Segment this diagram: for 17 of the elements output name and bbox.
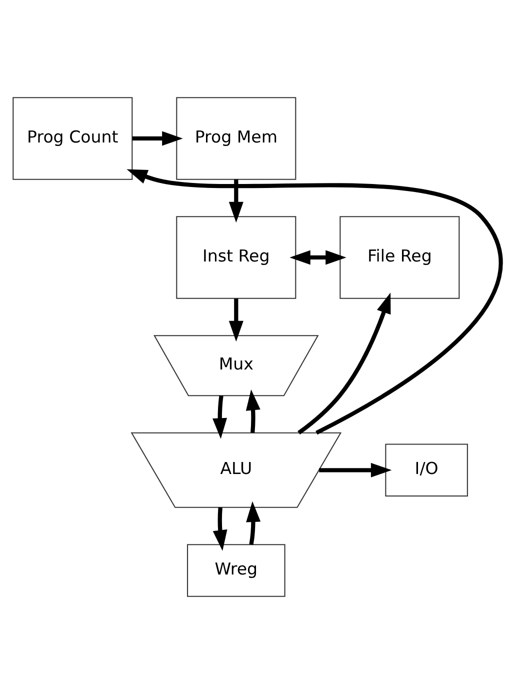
arrow xyxy=(212,506,227,550)
node-box: Wreg xyxy=(186,544,285,596)
arrow xyxy=(245,389,260,432)
node-box: Prog Mem xyxy=(176,96,296,180)
node-box: Prog Count xyxy=(12,96,132,180)
arrow xyxy=(297,292,390,434)
arrow xyxy=(212,394,227,438)
arrow xyxy=(132,130,182,146)
arrow xyxy=(228,298,243,342)
arrow xyxy=(228,178,243,222)
node-box: I/O xyxy=(384,443,468,496)
node-box: Inst Reg xyxy=(176,216,296,298)
arrow xyxy=(289,250,346,264)
node-box: File Reg xyxy=(339,216,460,298)
arrow xyxy=(318,462,392,477)
arrow xyxy=(126,168,502,434)
arrow xyxy=(246,500,260,544)
